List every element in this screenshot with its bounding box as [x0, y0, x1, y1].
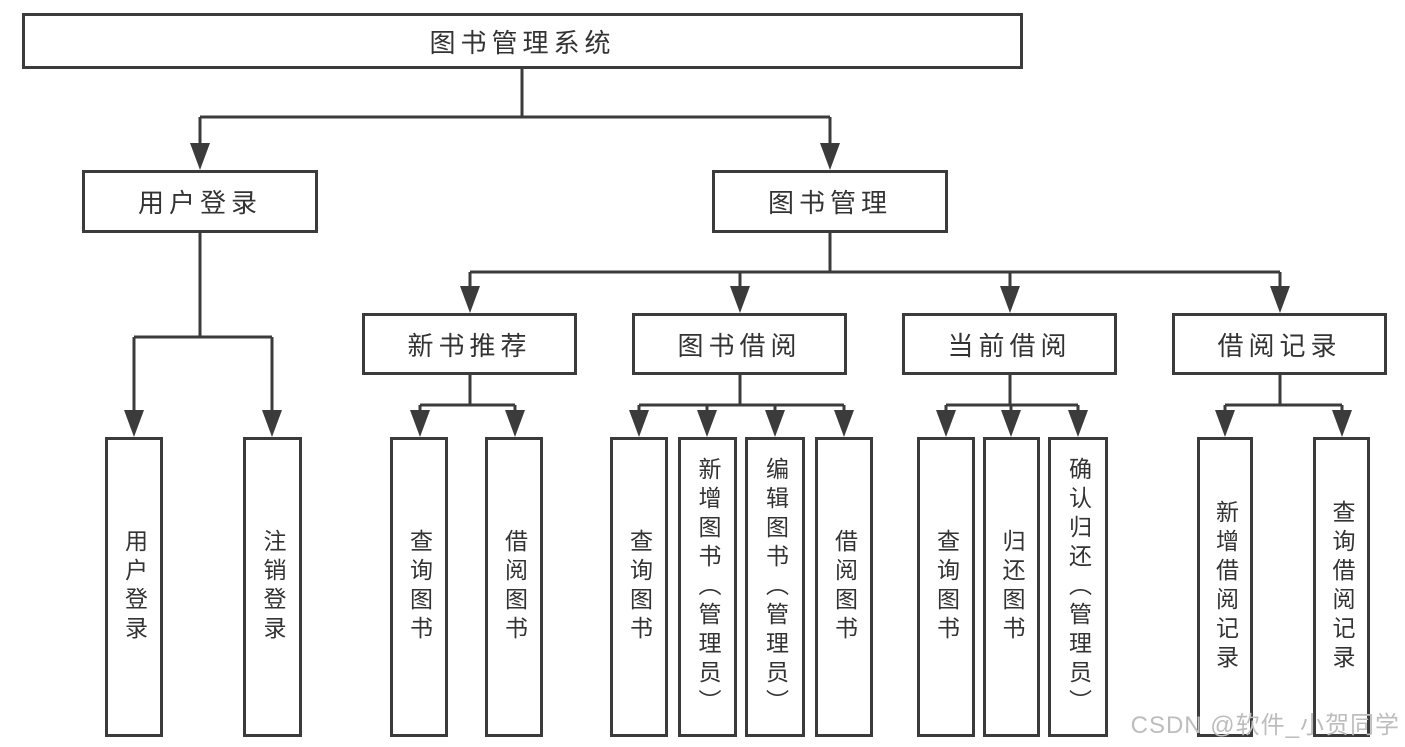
node-current-borrowing-label: 当前借阅	[947, 330, 1072, 361]
node-borrowing-edit-books-label: 编辑图书（管理员）	[762, 456, 789, 718]
node-borrowing-edit-books: 编辑图书（管理员）	[745, 437, 805, 737]
connector-records-to-leaves	[1215, 375, 1352, 437]
node-records-query-record: 查询借阅记录	[1313, 437, 1370, 737]
arrowhead	[505, 410, 525, 437]
connector-recommend-to-leaves	[410, 375, 525, 437]
arrowhead	[1270, 286, 1290, 313]
arrowhead	[460, 286, 480, 313]
node-recommend-borrow-books-label: 借阅图书	[501, 529, 528, 645]
arrowhead	[124, 410, 144, 437]
arrowhead	[1001, 410, 1021, 437]
node-logout: 注销登录	[243, 437, 302, 737]
node-borrowing-add-books-label: 新增图书（管理员）	[695, 456, 721, 718]
node-user-login-group: 用户登录	[82, 170, 318, 233]
node-recommend-query-books: 查询图书	[390, 437, 448, 737]
connector-current-to-leaves	[936, 375, 1088, 437]
node-new-book-recommend: 新书推荐	[362, 313, 577, 375]
node-current-return-books-label: 归还图书	[999, 529, 1025, 645]
node-current-query-books: 查询图书	[917, 437, 975, 737]
node-records-query-record-label: 查询借阅记录	[1329, 500, 1355, 674]
node-current-borrowing: 当前借阅	[902, 313, 1117, 375]
node-user-login-group-label: 用户登录	[137, 188, 262, 218]
arrowhead	[1068, 410, 1088, 437]
node-book-borrowing-label: 图书借阅	[677, 330, 802, 361]
node-current-confirm-return: 确认归还（管理员）	[1048, 437, 1108, 737]
node-book-borrowing: 图书借阅	[632, 313, 847, 375]
arrowhead	[1000, 286, 1020, 313]
node-root-label: 图书管理系统	[429, 27, 616, 58]
csdn-watermark: CSDN @软件_小贺同学	[1130, 712, 1400, 739]
node-current-return-books: 归还图书	[983, 437, 1040, 737]
arrowhead	[936, 410, 956, 437]
node-book-management-label: 图书管理	[767, 188, 892, 218]
node-book-management: 图书管理	[712, 170, 948, 233]
arrowhead	[262, 410, 282, 437]
node-user-login: 用户登录	[105, 437, 163, 737]
node-borrowing-records-label: 借阅记录	[1217, 330, 1342, 361]
arrowhead	[190, 143, 210, 170]
connector-mgmt-to-level3	[460, 233, 1290, 313]
node-borrowing-query-books-label: 查询图书	[626, 529, 653, 645]
node-recommend-query-books-label: 查询图书	[406, 529, 433, 645]
arrowhead	[410, 410, 430, 437]
arrowhead	[765, 410, 785, 437]
node-borrowing-query-books: 查询图书	[610, 437, 668, 737]
node-borrowing-add-books: 新增图书（管理员）	[678, 437, 737, 737]
node-borrowing-borrow-books: 借阅图书	[815, 437, 873, 737]
arrowhead	[697, 410, 717, 437]
node-records-add-record: 新增借阅记录	[1197, 437, 1253, 737]
node-new-book-recommend-label: 新书推荐	[407, 330, 532, 361]
node-current-query-books-label: 查询图书	[933, 529, 960, 645]
connector-login-to-leaves	[124, 233, 282, 437]
arrowhead	[1332, 410, 1352, 437]
arrowhead	[834, 410, 854, 437]
arrowhead	[1215, 410, 1235, 437]
node-borrowing-records: 借阅记录	[1172, 313, 1387, 375]
node-recommend-borrow-books: 借阅图书	[485, 437, 543, 737]
node-records-add-record-label: 新增借阅记录	[1212, 500, 1239, 674]
node-root: 图书管理系统	[22, 13, 1023, 69]
arrowhead	[820, 143, 840, 170]
node-user-login-label: 用户登录	[121, 529, 148, 645]
arrowhead	[730, 286, 750, 313]
connector-root-to-level2	[190, 69, 840, 170]
arrowhead	[629, 410, 649, 437]
node-current-confirm-return-label: 确认归还（管理员）	[1065, 456, 1092, 718]
node-logout-label: 注销登录	[260, 529, 286, 645]
node-borrowing-borrow-books-label: 借阅图书	[831, 529, 858, 645]
connector-borrowing-to-leaves	[629, 375, 854, 437]
